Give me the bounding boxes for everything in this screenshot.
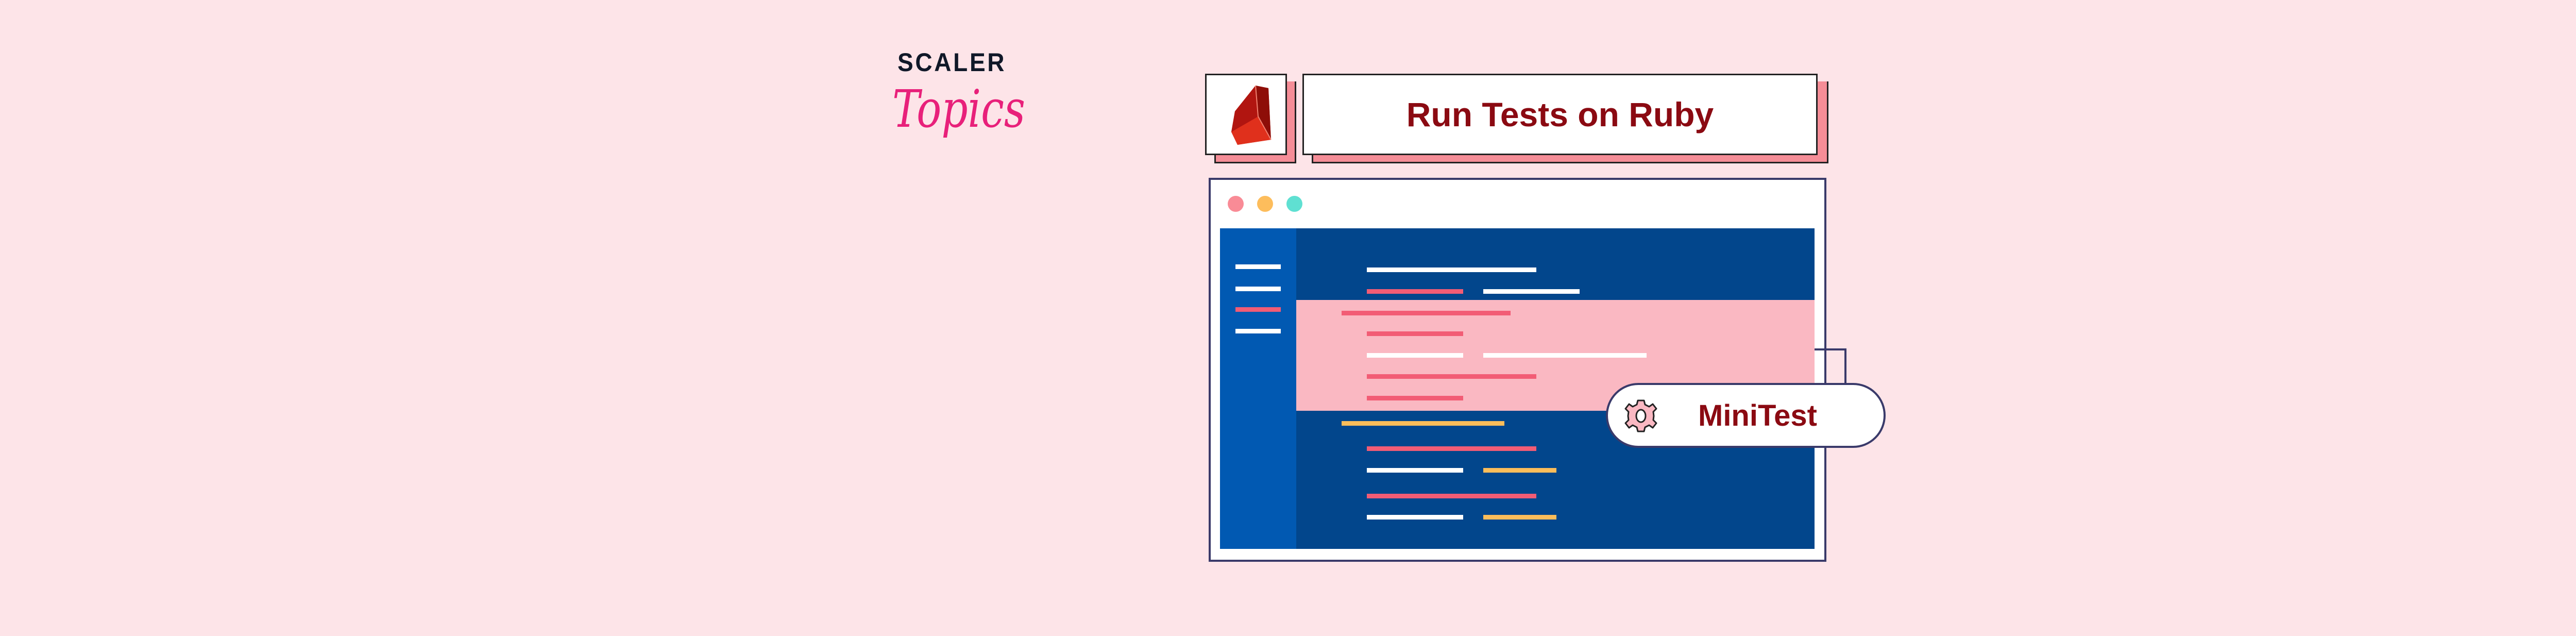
window-close-dot xyxy=(1228,196,1244,212)
code-line xyxy=(1367,494,1536,498)
sidebar-line xyxy=(1235,287,1281,291)
code-line xyxy=(1367,353,1463,358)
sidebar-line-active xyxy=(1235,307,1281,312)
code-line xyxy=(1483,515,1556,520)
code-line xyxy=(1483,289,1580,294)
logo-scaler: SCALER xyxy=(897,48,1007,77)
code-line xyxy=(1367,331,1463,336)
badge-connector xyxy=(1815,348,1846,387)
code-line xyxy=(1342,421,1504,426)
code-line xyxy=(1367,289,1463,294)
ruby-gem-icon xyxy=(1231,85,1272,145)
window-maximize-dot xyxy=(1286,196,1302,212)
sidebar-line xyxy=(1235,264,1281,269)
badge-label: MiniTest xyxy=(1698,398,1817,432)
page-title: Run Tests on Ruby xyxy=(1406,95,1714,133)
editor-sidebar xyxy=(1220,228,1296,549)
code-line xyxy=(1367,374,1536,379)
code-line xyxy=(1367,267,1536,272)
sidebar-line xyxy=(1235,329,1281,333)
code-line xyxy=(1342,311,1511,315)
ruby-card xyxy=(1205,74,1287,155)
code-line xyxy=(1367,468,1463,473)
code-line xyxy=(1483,468,1556,473)
logo-topics: Topics xyxy=(892,79,1025,139)
code-line xyxy=(1483,353,1647,358)
window-minimize-dot xyxy=(1257,196,1273,212)
code-line xyxy=(1367,446,1536,451)
code-line xyxy=(1367,515,1463,520)
title-card xyxy=(1302,74,1818,155)
gear-icon xyxy=(1624,399,1657,432)
code-line xyxy=(1367,396,1463,400)
